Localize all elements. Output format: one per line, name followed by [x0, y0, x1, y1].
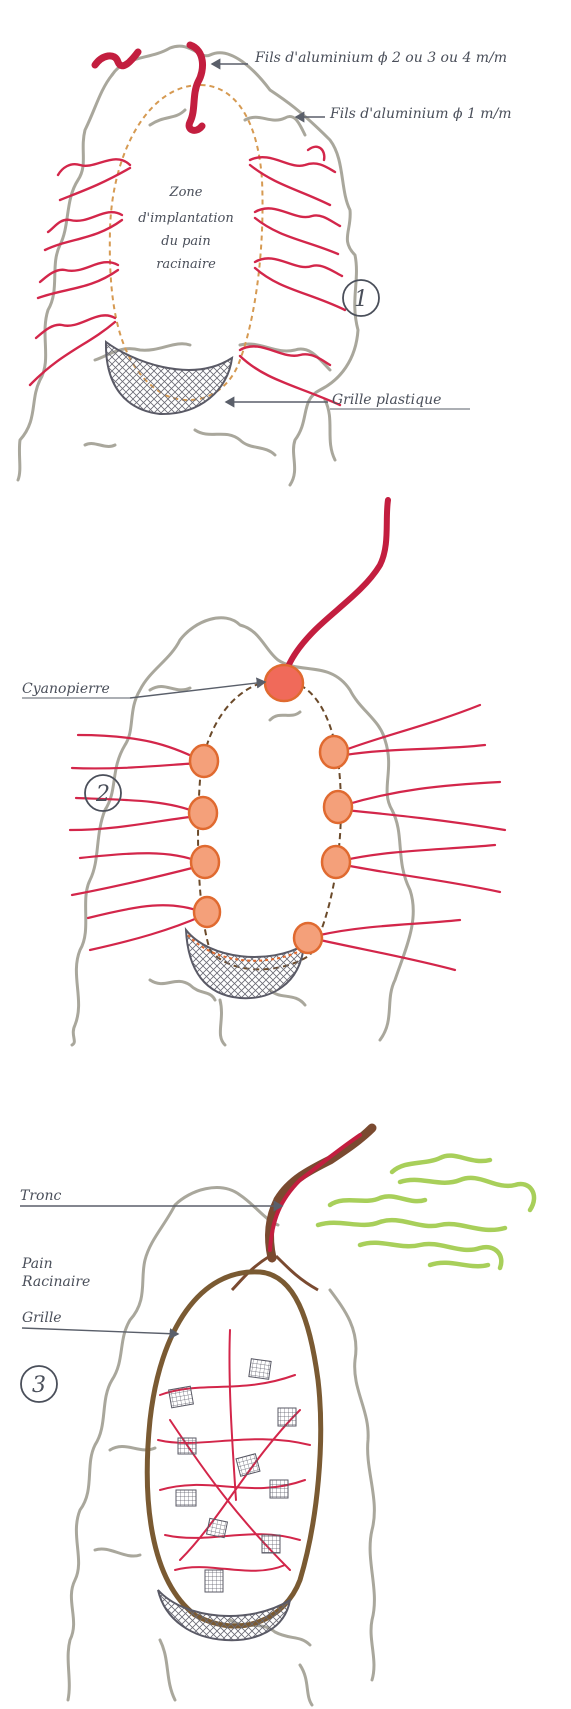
leader-grille [22, 1328, 178, 1334]
grille-patch [236, 1454, 260, 1477]
putty-anchor [189, 797, 217, 829]
panel-1: Fils d'aluminium ϕ 2 ou 3 ou 4 m/m Fils … [18, 45, 512, 485]
label-rootball-line2: Racinaire [21, 1274, 90, 1290]
grille-patch [207, 1518, 228, 1537]
wires-left [70, 735, 202, 950]
grille-patch [270, 1480, 288, 1498]
zone-label-line2: d'implantation [138, 211, 234, 226]
label-putty: Cyanopierre [22, 681, 110, 697]
grille-patch [278, 1408, 296, 1426]
label-rootball-line1: Pain [21, 1256, 53, 1272]
step-number-2: 2 [95, 782, 110, 807]
zone-label-line4: racinaire [156, 257, 216, 272]
thick-wires [95, 45, 203, 130]
grille-patch [169, 1386, 194, 1408]
zone-label-line3: du pain [161, 234, 210, 249]
zone-label-line1: Zone [169, 185, 203, 200]
putty-anchors [189, 665, 352, 953]
putty-anchor [320, 736, 348, 768]
label-thick-wire: Fils d'aluminium ϕ 2 ou 3 ou 4 m/m [254, 50, 507, 66]
grille-patch [176, 1490, 196, 1506]
grille-patch [249, 1359, 271, 1380]
label-thin-wire: Fils d'aluminium ϕ 1 m/m [329, 106, 512, 122]
label-trunk: Tronc [20, 1188, 61, 1204]
panel2-labels: Cyanopierre 2 [22, 681, 265, 811]
grille-patch [262, 1535, 280, 1553]
putty-anchor [294, 923, 322, 953]
thick-wire [286, 500, 388, 672]
plastic-mesh [186, 930, 304, 998]
plastic-mesh [106, 342, 232, 414]
root-ball-outline [147, 1272, 320, 1626]
thin-wires-right [240, 147, 345, 405]
panel3-labels: Tronc Pain Racinaire Grille 3 [20, 1188, 282, 1402]
label-grille-plastique: Grille plastique [332, 392, 441, 408]
label-grille: Grille [22, 1310, 62, 1326]
putty-anchor [322, 846, 350, 878]
step-number-1: 1 [354, 287, 368, 312]
panel-2: Cyanopierre 2 [22, 500, 505, 1045]
foliage [318, 1156, 534, 1268]
putty-anchor-top [265, 665, 303, 701]
step-number-3: 3 [32, 1373, 46, 1398]
putty-anchor [191, 846, 219, 878]
putty-anchor [194, 897, 220, 927]
grille-patch [178, 1438, 196, 1454]
planting-zone-outline [198, 680, 341, 969]
panel-3: Tronc Pain Racinaire Grille 3 [20, 1128, 534, 1705]
grille-patch [205, 1570, 223, 1592]
putty-anchor [190, 745, 218, 777]
putty-anchor [324, 791, 352, 823]
